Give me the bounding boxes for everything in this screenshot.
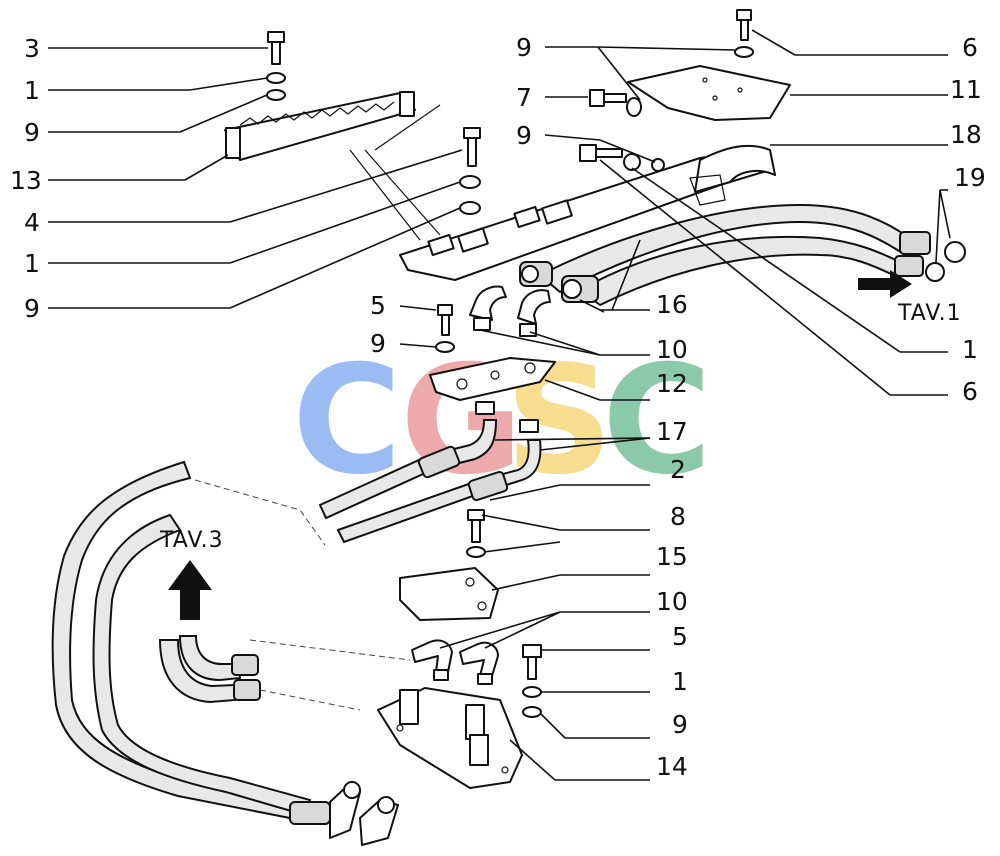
label-1d: 1 [672,667,688,696]
label-5b: 5 [672,622,688,651]
pipes-17 [318,401,542,544]
leader-lines [48,29,951,781]
label-2: 2 [670,455,686,484]
label-9e: 9 [516,121,532,150]
plate-11 [627,65,791,121]
arrow-up-icon [168,560,212,620]
label-19: 19 [954,163,986,192]
base-14 [377,687,523,789]
label-17: 17 [656,417,688,446]
label-9b: 9 [24,294,40,323]
label-16: 16 [656,290,688,319]
label-1a: 1 [24,76,40,105]
label-11: 11 [950,75,982,104]
labels-right: 6 11 18 19 16 1 6 10 12 17 2 8 15 10 5 1… [656,33,986,781]
label-9a: 9 [24,118,40,147]
label-4: 4 [24,208,40,237]
label-14: 14 [656,752,688,781]
label-6b: 6 [962,377,978,406]
bolts-top [266,9,754,215]
label-13: 13 [10,166,42,195]
labels-left: 3 1 9 13 4 1 9 5 9 9 7 9 [10,33,532,358]
label-10a: 10 [656,335,688,364]
label-3: 3 [24,34,40,63]
dashed-guide-3 [259,689,361,711]
label-12: 12 [656,369,688,398]
hoses-lower-left [51,460,399,846]
label-9c: 9 [370,329,386,358]
elbows-upper [469,285,551,337]
dashed-guide-2 [249,639,411,661]
plate-12 [429,357,556,401]
bracket-13 [224,91,416,161]
rail-couplings [519,261,599,303]
label-9f: 9 [672,710,688,739]
elbows-lower [411,639,499,685]
watermark-letter-c2: C [602,334,712,508]
label-1b: 1 [24,249,40,278]
bolt-5-lower [522,644,542,718]
bolt-8 [466,509,486,558]
plate-15 [399,567,499,621]
label-6a: 6 [962,33,978,62]
guide-13 [349,149,421,241]
label-15: 15 [656,542,688,571]
label-5a: 5 [370,291,386,320]
hose-stubs-left [158,635,261,704]
label-9d: 9 [516,33,532,62]
guide-13b [364,149,441,236]
bracket-18 [689,144,776,206]
label-18: 18 [950,120,982,149]
bolt-5-upper [435,304,455,353]
reference-tav3: TAV.3 [159,528,224,553]
guide-13c [374,104,441,151]
arrow-right-icon [858,270,912,298]
label-1c: 1 [962,335,978,364]
label-7: 7 [516,83,532,112]
label-8: 8 [670,502,686,531]
label-10b: 10 [656,587,688,616]
reference-tav1: TAV.1 [897,301,962,326]
